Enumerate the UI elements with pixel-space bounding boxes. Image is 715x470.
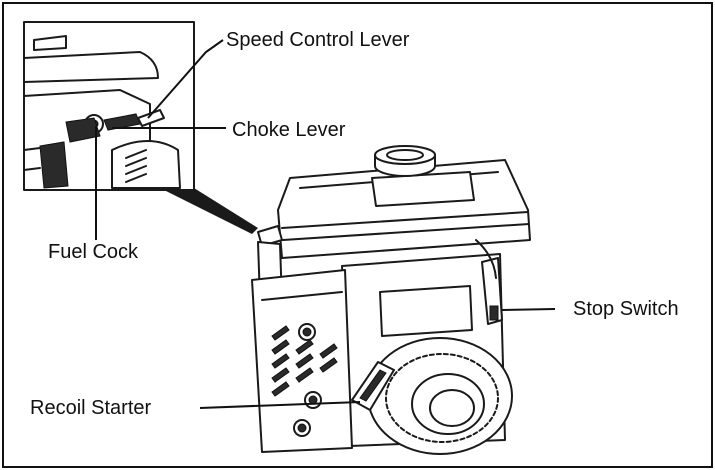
recoil-starter-label: Recoil Starter	[30, 397, 151, 419]
fuel-cock-label: Fuel Cock	[48, 241, 139, 263]
inset-detail	[23, 21, 258, 234]
speed-control-lever-leader	[147, 39, 224, 119]
stop-switch-label: Stop Switch	[573, 298, 679, 320]
vent-slots	[271, 325, 338, 397]
stop-switch-leader	[501, 308, 556, 311]
choke-lever-label: Choke Lever	[232, 119, 346, 141]
leader-lines	[95, 39, 556, 409]
engine-illustration	[251, 145, 531, 455]
recoil-starter-leader	[199, 401, 361, 409]
speed-control-lever-label: Speed Control Lever	[226, 29, 410, 51]
